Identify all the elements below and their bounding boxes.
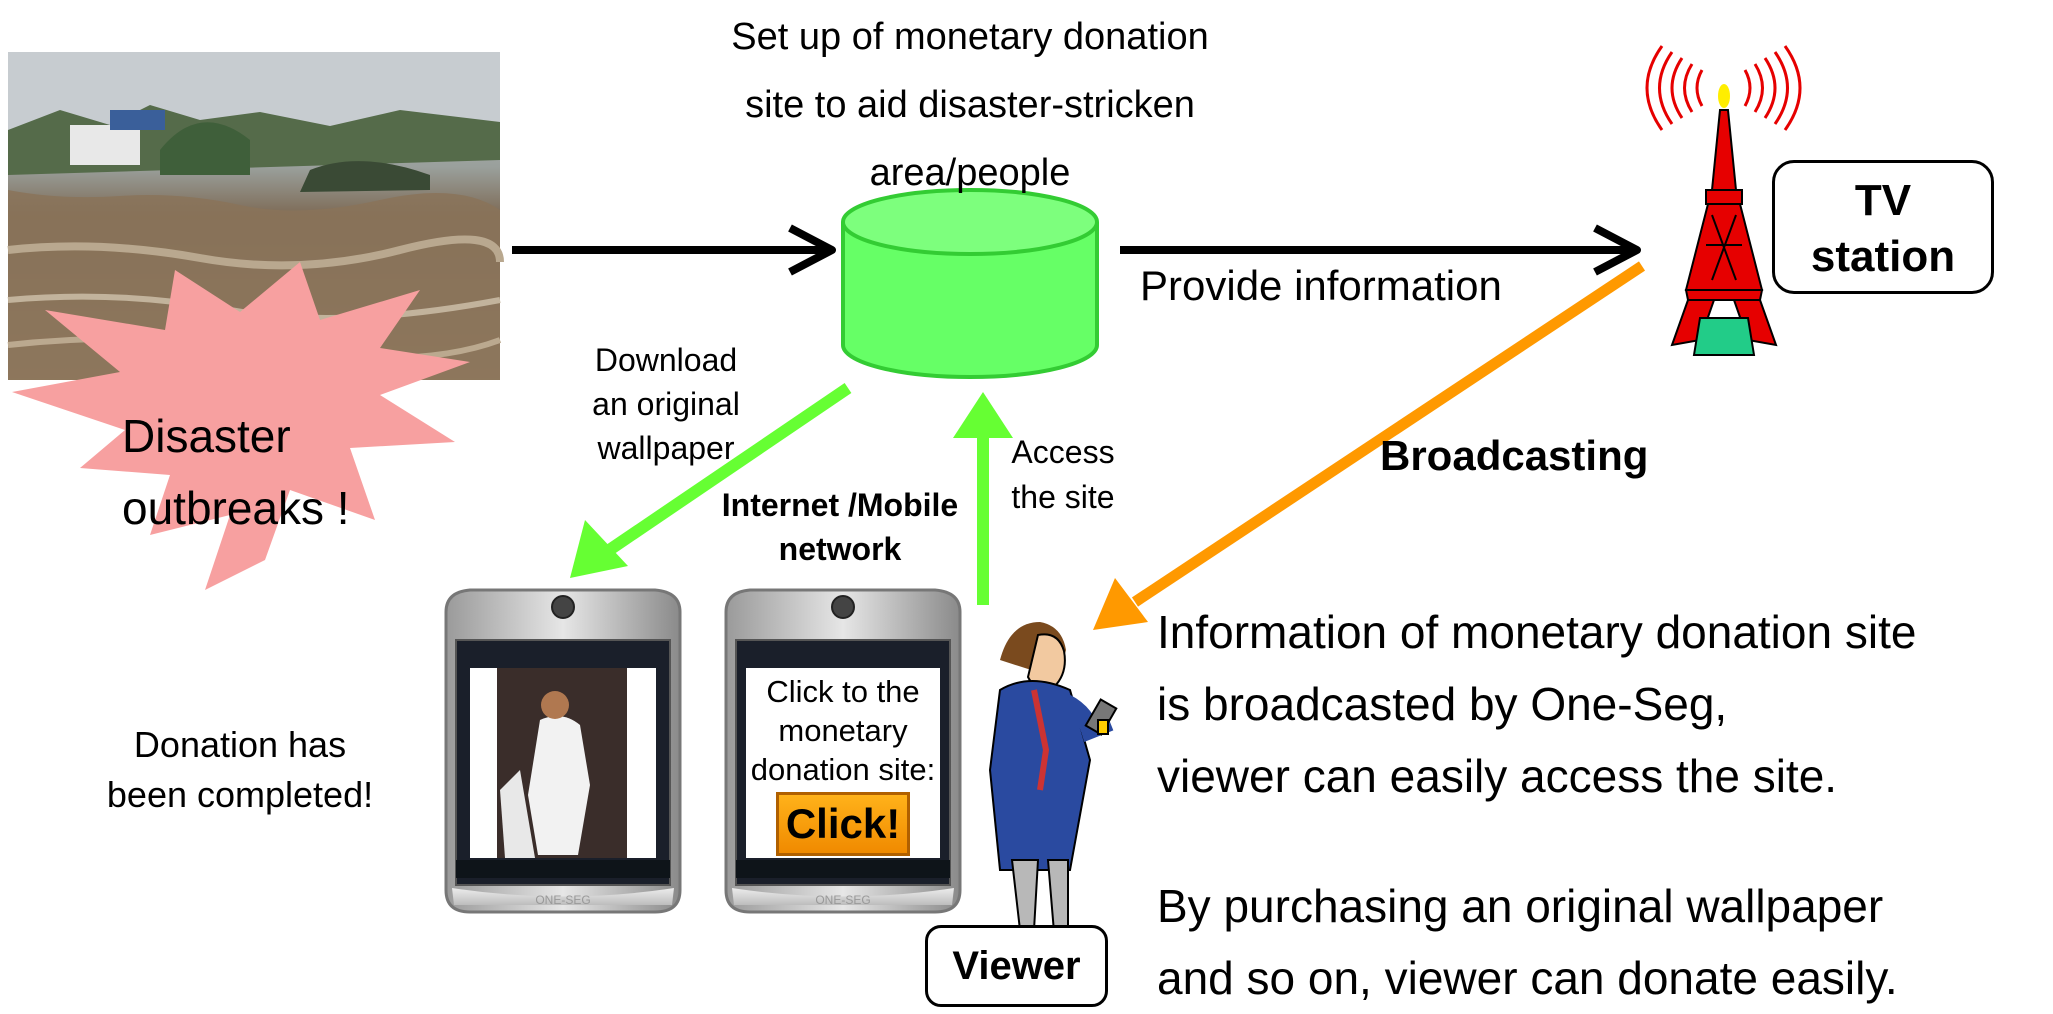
disaster-line-1: Disaster xyxy=(122,410,291,462)
tv-line-1: TV xyxy=(1854,176,1912,225)
click-button[interactable]: Click! xyxy=(776,792,910,856)
donation-completed-label: Donation has been completed! xyxy=(85,720,395,820)
download-line-3: wallpaper xyxy=(597,430,735,466)
info-line-2: is broadcasted by One-Seg, xyxy=(1157,678,1728,730)
info-line-1: Information of monetary donation site xyxy=(1157,606,1917,658)
broadcasting-label: Broadcasting xyxy=(1380,432,1649,479)
download-label: Download an original wallpaper xyxy=(556,338,776,470)
arrow-download xyxy=(570,383,852,578)
title-line-3: area/people xyxy=(869,152,1071,194)
network-line-1: Internet /Mobile xyxy=(721,487,959,523)
completed-line-2: been completed! xyxy=(106,774,374,815)
purchase-text: By purchasing an original wallpaper and … xyxy=(1157,870,1898,1014)
viewer-box: Viewer xyxy=(925,925,1108,1007)
network-line-2: network xyxy=(778,531,902,567)
arrow-provide-information xyxy=(1120,224,1641,276)
tv-line-2: station xyxy=(1810,232,1956,281)
screen-line-1: Click to the xyxy=(766,674,920,709)
phone-wallpaper: ONE-SEG xyxy=(444,588,682,914)
info-text: Information of monetary donation site is… xyxy=(1157,596,1916,812)
download-line-1: Download xyxy=(594,342,738,378)
arrow-access-site xyxy=(953,392,1013,605)
title-line-1: Set up of monetary donation xyxy=(731,16,1209,58)
access-line-2: the site xyxy=(1011,479,1115,515)
completed-line-1: Donation has xyxy=(133,724,347,765)
provide-information-label: Provide information xyxy=(1140,262,1502,309)
donation-server-icon xyxy=(841,188,1099,379)
download-line-2: an original xyxy=(592,386,740,422)
arrow-to-site xyxy=(512,224,836,276)
purchase-line-2: and so on, viewer can donate easily. xyxy=(1157,952,1898,1004)
network-label: Internet /Mobile network xyxy=(690,483,990,571)
title-line-2: site to aid disaster-stricken xyxy=(745,84,1195,126)
phone-screen-text: Click to the monetary donation site: xyxy=(746,672,940,789)
disaster-line-2: outbreaks ! xyxy=(122,482,350,534)
tv-station-box: TV station xyxy=(1772,160,1994,294)
disaster-label: Disaster outbreaks ! xyxy=(122,400,350,544)
phone-brand-2: ONE-SEG xyxy=(815,893,870,907)
donation-site-title: Set up of monetary donation site to aid … xyxy=(640,3,1300,207)
flood-photo xyxy=(7,52,504,380)
screen-line-3: donation site: xyxy=(750,752,936,787)
access-line-1: Access xyxy=(1011,434,1115,470)
info-line-3: viewer can easily access the site. xyxy=(1157,750,1838,802)
screen-line-2: monetary xyxy=(778,713,908,748)
disaster-starburst xyxy=(12,262,470,590)
arrow-broadcasting xyxy=(1093,261,1646,630)
viewer-person-icon xyxy=(988,622,1118,940)
tv-tower-icon xyxy=(1645,45,1802,356)
purchase-line-1: By purchasing an original wallpaper xyxy=(1157,880,1884,932)
phone-brand-1: ONE-SEG xyxy=(535,893,590,907)
access-label: Access the site xyxy=(998,430,1128,520)
